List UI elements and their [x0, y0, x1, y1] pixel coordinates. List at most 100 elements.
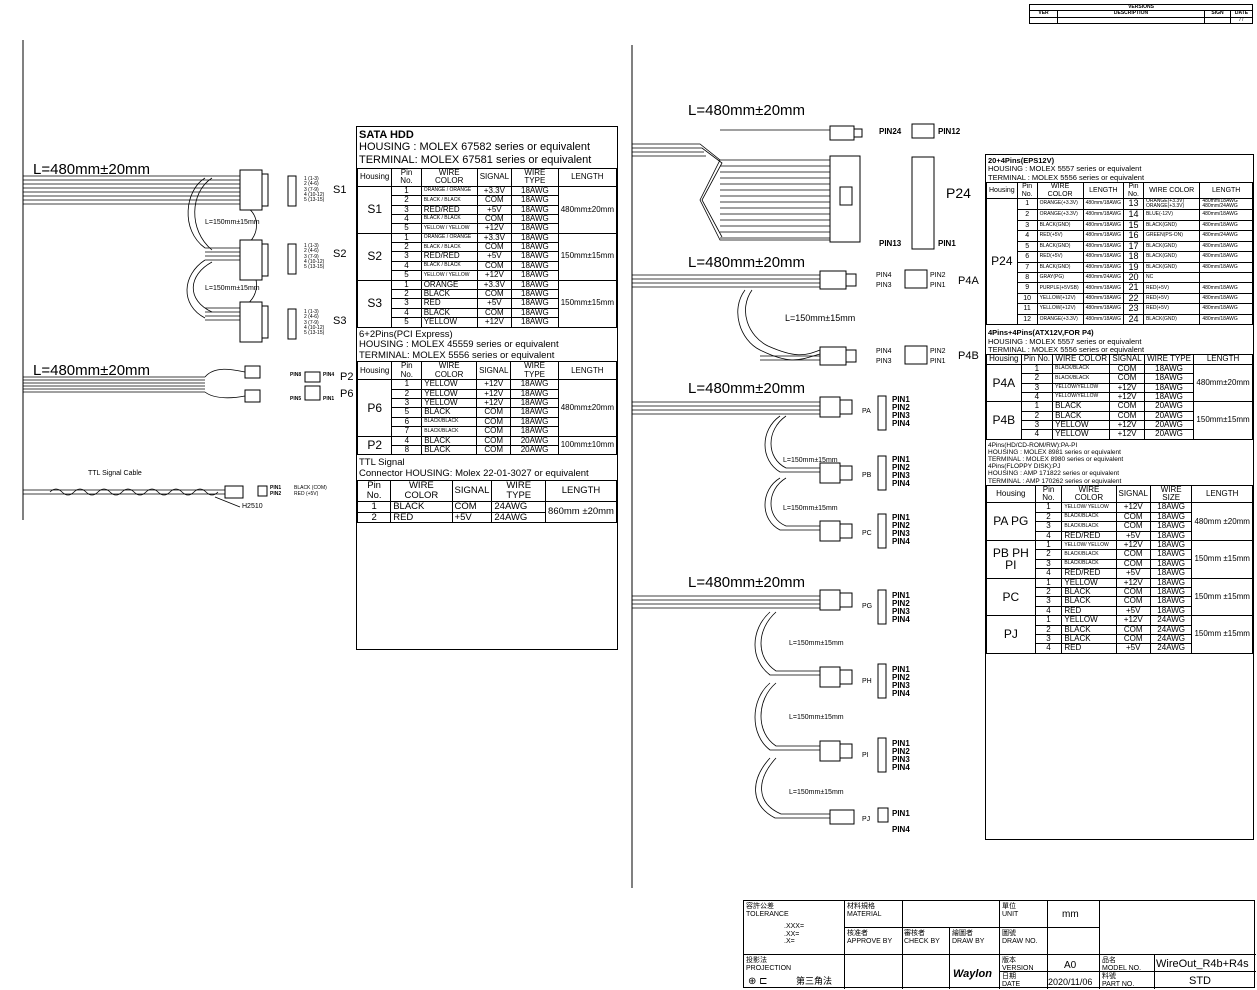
column-header: SIGNAL [451, 479, 493, 502]
length-cell: 480mm/18AWG [1082, 209, 1125, 221]
length-cell: 480mm±20mm [557, 185, 618, 234]
length-cell: 150mm±15mm [1193, 401, 1253, 440]
column-header: LENGTH [1191, 484, 1253, 504]
wire-type-cell: 18AWG [510, 426, 559, 437]
pin-cell: 20 [1123, 271, 1144, 284]
ttl-pin1: PIN1 [270, 485, 282, 491]
length-cell: 480mm/18AWG [1082, 313, 1125, 326]
signal-cell: COM [476, 407, 512, 418]
signal-cell: +12V [476, 317, 513, 328]
date-value: 2020/11/06 [1048, 977, 1093, 987]
column-header: WIRE COLOR [390, 479, 453, 502]
p24-pin1: PIN1 [938, 239, 956, 248]
wire-type-cell: 20AWG [1143, 429, 1195, 440]
length-cell: 150mm±15mm [557, 279, 618, 328]
pin-cell: 7 [391, 426, 423, 437]
length-cell: 480mm±20mm [557, 379, 618, 437]
housing-cell: P2 [356, 435, 393, 456]
wire-type-cell: 20AWG [1143, 401, 1195, 412]
h2510-label: H2510 [242, 503, 263, 510]
model-value: WireOut_R4b+R4s [1156, 958, 1249, 970]
column-header: LENGTH [1199, 182, 1253, 199]
p4b-pin2: PIN2 [930, 348, 946, 355]
p24-pin12: PIN12 [938, 127, 961, 136]
wire-color-cell: RED [420, 298, 478, 309]
s2-label: S2 [333, 248, 347, 260]
wire-type-cell: 18AWG [1149, 521, 1193, 532]
pin-cell: 15 [1123, 219, 1144, 232]
pin-cell: 6 [1016, 251, 1038, 263]
wire-color-cell: RED(+5V) [1036, 230, 1084, 242]
pin1-label: PIN1 [323, 396, 335, 402]
pin-cell: 18 [1123, 251, 1144, 263]
pin-cell: 1 [1034, 615, 1063, 626]
housing-cell: PJ [986, 615, 1036, 654]
pin-cell: 2 [1020, 373, 1054, 384]
sata-title: SATA HDD [359, 129, 414, 141]
housing-cell: P6 [356, 379, 393, 437]
wire-type-cell: 18AWG [511, 317, 559, 328]
column-header: WIRE TYPE [510, 361, 559, 381]
p4b-label: P4B [958, 350, 979, 362]
wire-type-cell: 18AWG [510, 379, 559, 390]
length-cell: 480mm/18AWG [1199, 261, 1253, 274]
wire-type-cell: 18AWG [511, 270, 559, 281]
pin-cell: 2 [356, 511, 392, 524]
pi-length: L=150mm±15mm [789, 714, 844, 721]
column-header: Housing [986, 484, 1036, 504]
column-header: WIRE COLOR [1036, 182, 1084, 199]
ttl-title: TTL Signal [359, 457, 405, 469]
wire-color-cell: RED(+5V) [1142, 303, 1201, 315]
p6-label: P6 [340, 388, 354, 400]
wire-type-cell: 18AWG [1149, 549, 1193, 560]
length-cell: 480mm/18AWG [1082, 197, 1125, 211]
length-cell: 480mm ±20mm [1191, 502, 1253, 542]
wire-color-cell: BLACK/BLACK [1061, 549, 1117, 560]
housing-cell: PB PH PI [986, 540, 1036, 579]
column-header: LENGTH [545, 479, 617, 502]
length-cell: 480mm/24AWG [1082, 271, 1125, 284]
signal-cell: +12V [476, 223, 513, 234]
column-header: WIRE SIZE [1149, 484, 1193, 504]
wire-type-cell: 24AWG [1149, 615, 1193, 626]
column-header: Pin No. [1034, 484, 1063, 504]
signal-cell: +5V [451, 511, 493, 524]
signal-cell: COM [1109, 401, 1145, 412]
p24-label: P24 [946, 185, 971, 201]
sata-length-label: L=480mm±20mm [33, 161, 151, 178]
length-cell: 480mm/18AWG [1199, 219, 1253, 232]
wire-type-cell: 24AWG [1149, 643, 1193, 654]
wire-color-cell: RED(+5V) [1142, 282, 1201, 294]
p24-length: L=480mm±20mm [688, 102, 806, 119]
periph-header-line: HOUSING : MOLEX 8981 series or equivalen… [988, 449, 1121, 456]
pg-length: L=480mm±20mm [688, 574, 806, 591]
pj-pin4: PIN4 [892, 825, 910, 834]
wire-color-cell: RED [390, 511, 453, 524]
wire-type-cell: 24AWG [491, 500, 547, 513]
column-header: Pin No. [391, 361, 423, 381]
column-header: WIRE COLOR [1142, 182, 1201, 199]
